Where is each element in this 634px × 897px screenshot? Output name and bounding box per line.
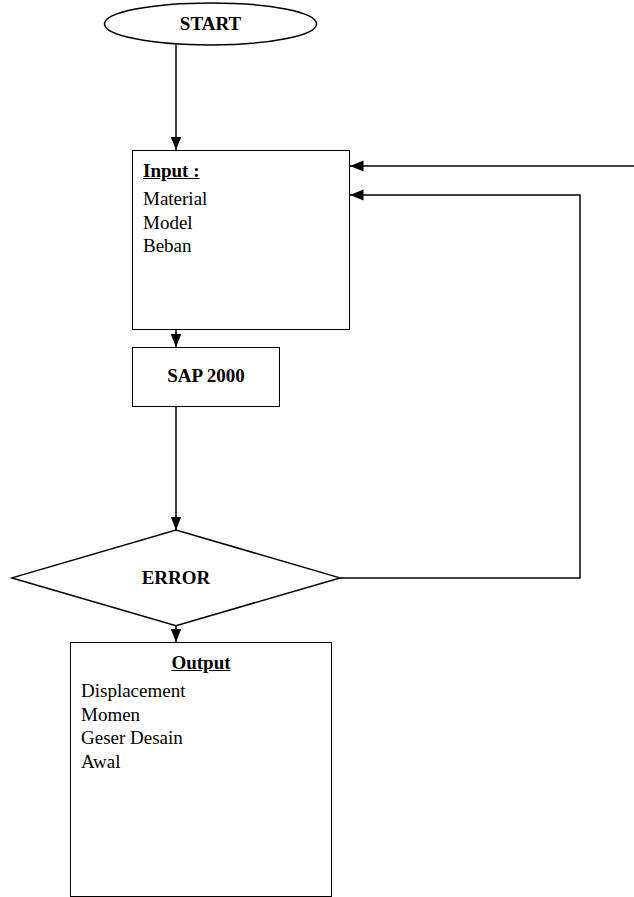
- input-box: Input : Material Model Beban: [132, 150, 350, 330]
- start-terminal: START: [103, 2, 318, 46]
- flow-arrow: [175, 626, 177, 642]
- process-box: SAP 2000: [132, 347, 280, 407]
- incoming-arrow: [350, 165, 634, 167]
- flow-arrow: [175, 45, 177, 150]
- node-heading: SAP 2000: [143, 364, 269, 388]
- node-body: Material Model Beban: [143, 187, 207, 258]
- node-body: Displacement Momen Geser Desain Awal: [81, 679, 185, 774]
- flow-arrow: [340, 195, 580, 578]
- flow-arrow: [175, 330, 177, 347]
- decision-diamond: ERROR: [12, 530, 340, 626]
- node-heading: START: [180, 12, 241, 36]
- flow-arrow: [175, 407, 177, 530]
- node-heading: Output: [81, 651, 321, 675]
- node-heading: Input :: [143, 159, 339, 183]
- output-box: OutputDisplacement Momen Geser Desain Aw…: [70, 642, 332, 897]
- node-heading: ERROR: [142, 566, 211, 590]
